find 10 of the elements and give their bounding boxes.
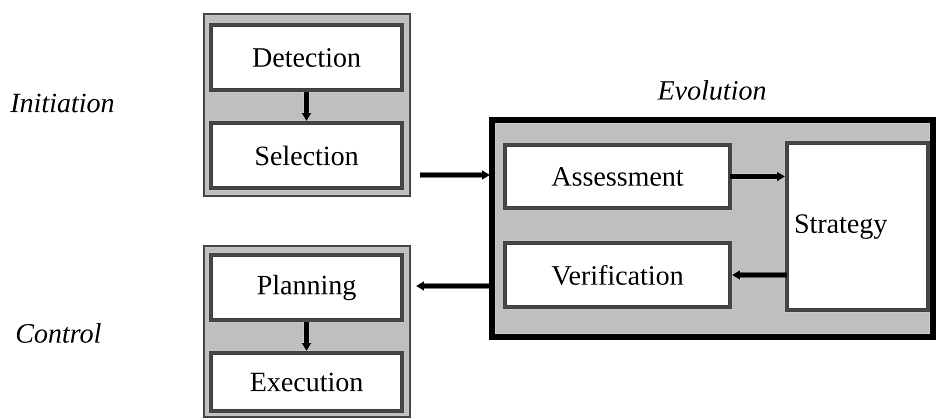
process-box: Verification bbox=[503, 241, 732, 309]
process-box: Assessment bbox=[503, 143, 732, 210]
process-box: Detection bbox=[209, 23, 404, 92]
process-box: Execution bbox=[209, 351, 404, 413]
process-box: Planning bbox=[209, 253, 404, 322]
process-box: Strategy bbox=[785, 141, 930, 312]
group-heading: Control bbox=[16, 323, 101, 343]
process-box: Selection bbox=[209, 121, 404, 190]
group-heading: Evolution bbox=[657, 80, 766, 100]
group-heading: Initiation bbox=[10, 94, 114, 112]
